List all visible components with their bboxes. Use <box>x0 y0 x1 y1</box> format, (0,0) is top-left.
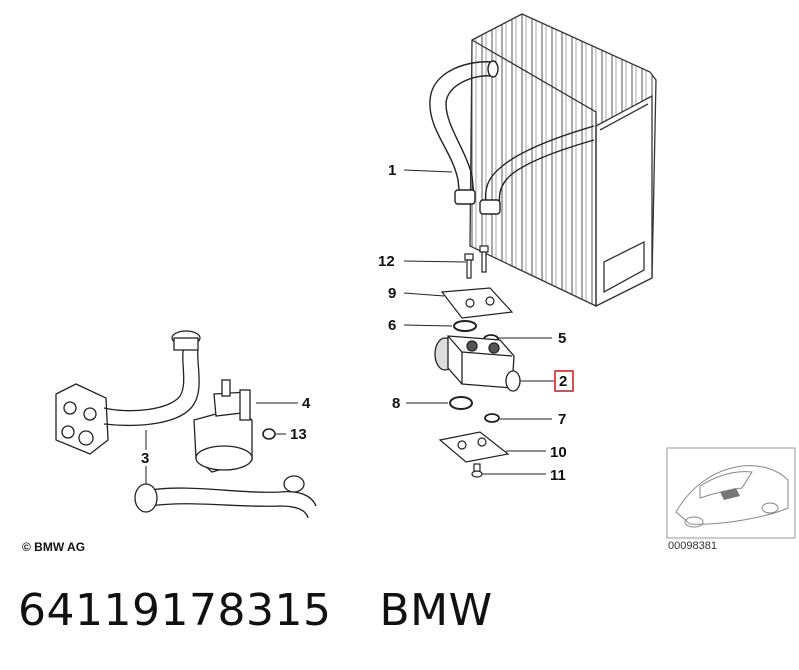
liquid-line <box>134 475 317 519</box>
part-number: 64119178315 <box>18 585 332 636</box>
callout-10: 10 <box>550 444 567 461</box>
callout-7: 7 <box>558 411 566 428</box>
leader-lines <box>145 169 554 484</box>
callout-6: 6 <box>388 317 396 334</box>
callout-9: 9 <box>388 285 396 302</box>
o-ring-7 <box>484 413 500 423</box>
o-ring-8 <box>449 396 473 410</box>
vehicle-thumbnail <box>666 447 796 539</box>
callout-3: 3 <box>141 450 149 467</box>
callout-12: 12 <box>378 253 395 270</box>
evaporator-pipes <box>429 60 595 215</box>
suction-pipe-assembly <box>55 330 201 455</box>
thumbnail-code: 00098381 <box>668 540 717 552</box>
callouts: 1 12 9 6 5 2 8 7 10 11 4 13 3 <box>141 162 574 484</box>
bracket-lower <box>438 431 510 463</box>
callout-5: 5 <box>558 330 566 347</box>
evaporator-core <box>469 13 657 308</box>
callout-2: 2 <box>559 373 567 390</box>
callout-8: 8 <box>392 395 400 412</box>
screw <box>471 463 483 478</box>
brand-name: BMW <box>379 585 493 636</box>
receiver-drier <box>193 379 253 473</box>
footer: 64119178315 BMW <box>18 585 493 636</box>
callout-13: 13 <box>290 426 307 443</box>
o-ring-13 <box>262 428 276 440</box>
copyright-label: © BMW AG <box>22 540 86 554</box>
expansion-valve <box>434 335 521 392</box>
callout-1: 1 <box>388 162 396 179</box>
callout-4: 4 <box>302 395 311 412</box>
bolts <box>464 245 489 279</box>
callout-2-highlight-box <box>554 370 574 392</box>
bracket-upper <box>440 287 514 319</box>
callout-11: 11 <box>550 467 566 484</box>
o-ring-6 <box>453 320 477 332</box>
